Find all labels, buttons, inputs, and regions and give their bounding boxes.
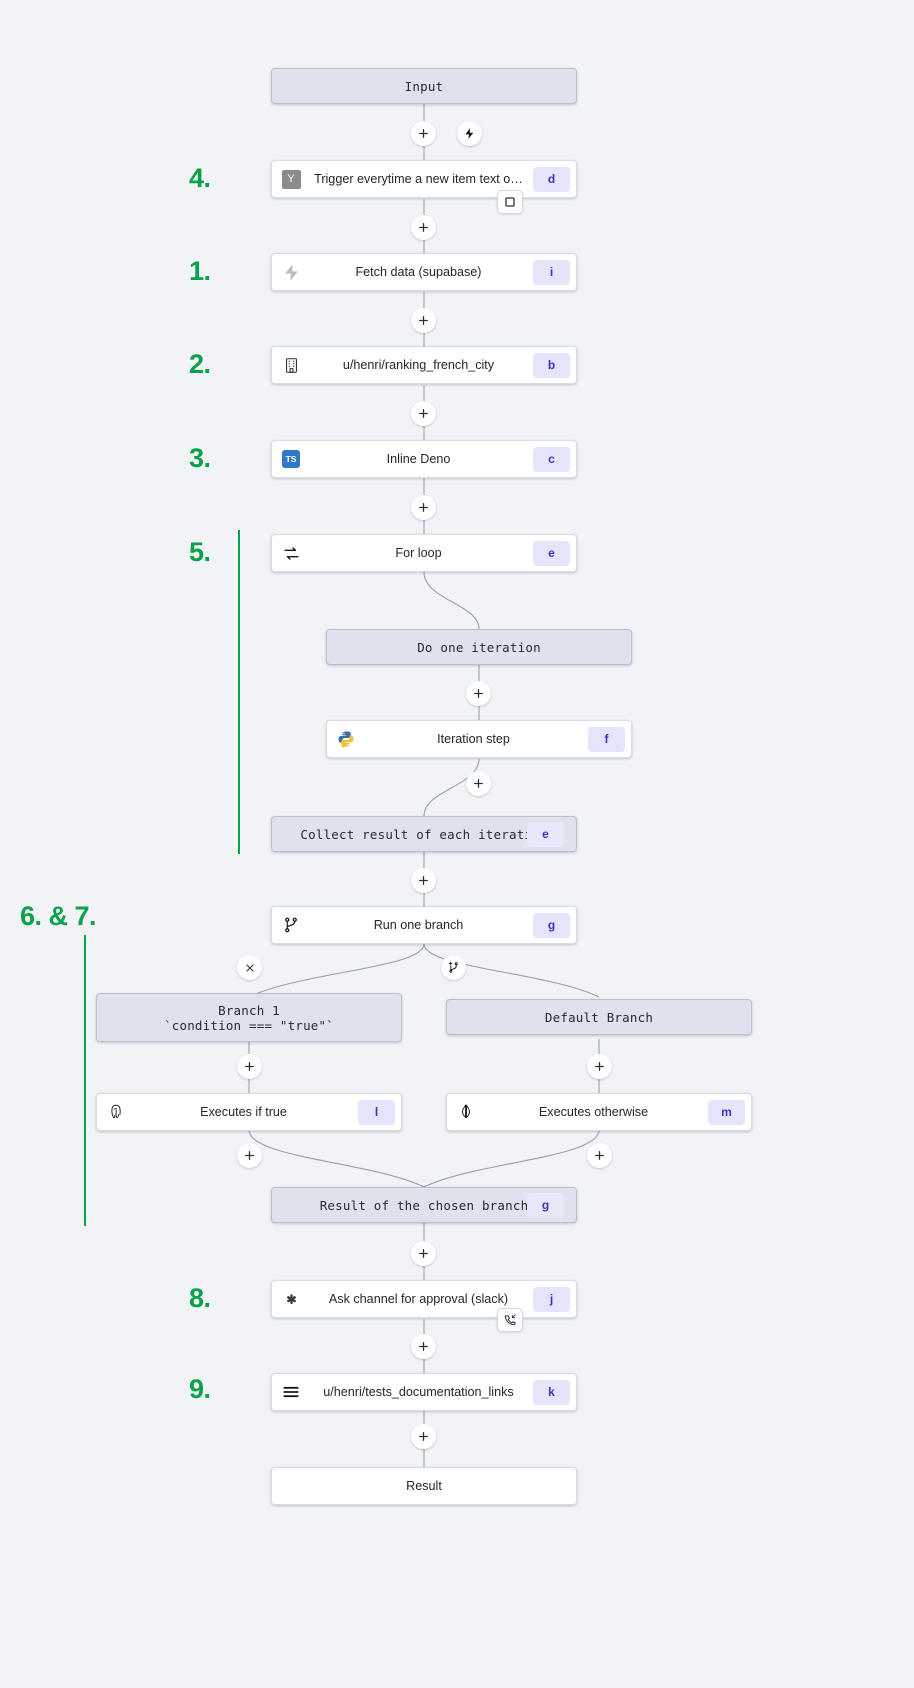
node-collect-result-badge: e [527, 821, 564, 847]
add-step-handle-ranking[interactable] [411, 401, 436, 426]
node-input[interactable]: Input [271, 68, 577, 104]
phone-callback-icon[interactable] [497, 1308, 523, 1332]
add-step-handle-result[interactable] [411, 1424, 436, 1449]
annotation-1: 1. [189, 256, 211, 286]
node-do-one-iteration[interactable]: Do one iteration [326, 629, 632, 665]
node-run-one-branch-badge: g [533, 912, 570, 938]
node-ask-approval-badge: j [533, 1286, 570, 1312]
annotation-5: 5. [189, 537, 211, 567]
stop-square-icon[interactable] [497, 190, 523, 214]
node-fetch-data-badge: i [533, 259, 570, 285]
node-executes-if-true-label: Executes if true [200, 1105, 287, 1119]
branch-one-title: Branch 1 [218, 1002, 280, 1018]
node-default-branch-label: Default Branch [544, 1009, 654, 1025]
add-step-handle-fetch[interactable] [411, 308, 436, 333]
loop-icon [278, 540, 304, 566]
node-executes-otherwise[interactable]: Executes otherwise m [446, 1093, 752, 1131]
add-step-handle-trigger[interactable] [411, 215, 436, 240]
typescript-icon: TS [278, 446, 304, 472]
node-result[interactable]: Result [271, 1467, 577, 1505]
node-for-loop-label: For loop [395, 546, 442, 560]
add-step-handle-after-otherwise[interactable] [587, 1143, 612, 1168]
add-step-handle-deno[interactable] [411, 495, 436, 520]
annotation-2: 2. [189, 349, 211, 379]
node-branch-one-label: Branch 1 `condition === "true"` [164, 1003, 334, 1033]
branch-one-condition: `condition === "true"` [164, 1017, 334, 1033]
node-trigger-badge: d [533, 166, 570, 192]
node-executes-if-true-badge: l [358, 1099, 395, 1125]
node-fetch-data[interactable]: Fetch data (supabase) i [271, 253, 577, 291]
node-result-chosen-branch-label: Result of the chosen branch [319, 1197, 529, 1213]
delete-branch-handle[interactable] [237, 955, 262, 980]
menu-lines-icon [278, 1379, 304, 1405]
node-fetch-data-label: Fetch data (supabase) [355, 265, 482, 279]
add-branch-handle[interactable] [441, 955, 466, 980]
node-tests-documentation-links-badge: k [533, 1379, 570, 1405]
node-tests-documentation-links-label: u/henri/tests_documentation_links [323, 1385, 514, 1399]
node-for-loop[interactable]: For loop e [271, 534, 577, 572]
node-tests-documentation-links[interactable]: u/henri/tests_documentation_links k [271, 1373, 577, 1411]
annotation-9: 9. [189, 1374, 211, 1404]
add-step-handle-docs[interactable] [411, 1334, 436, 1359]
yaml-script-icon: Y [278, 166, 304, 192]
add-trigger-handle[interactable] [457, 121, 482, 146]
add-step-handle-approval[interactable] [411, 1241, 436, 1266]
node-result-chosen-branch[interactable]: Result of the chosen branch g [271, 1187, 577, 1223]
node-ranking-french-city-label: u/henri/ranking_french_city [342, 358, 495, 372]
node-result-chosen-branch-badge: g [527, 1192, 564, 1218]
annotation-3: 3. [189, 443, 211, 473]
annotation-4: 4. [189, 163, 211, 193]
node-iteration-step-badge: f [588, 726, 625, 752]
node-inline-deno-badge: c [533, 446, 570, 472]
node-collect-result-label: Collect result of each iteration [300, 826, 548, 842]
mongodb-icon [453, 1099, 479, 1125]
annotation-6-7: 6. & 7. [20, 901, 97, 931]
add-step-handle-branch[interactable] [411, 868, 436, 893]
node-result-label: Result [406, 1479, 442, 1493]
node-for-loop-badge: e [533, 540, 570, 566]
add-step-handle-iteration[interactable] [466, 681, 491, 706]
node-branch-one[interactable]: Branch 1 `condition === "true"` [96, 993, 402, 1042]
node-ranking-french-city-badge: b [533, 352, 570, 378]
node-collect-result[interactable]: Collect result of each iteration e [271, 816, 577, 852]
node-executes-otherwise-label: Executes otherwise [538, 1105, 649, 1119]
node-ask-approval[interactable]: Ask channel for approval (slack) j [271, 1280, 577, 1318]
add-step-handle-input[interactable] [411, 121, 436, 146]
node-default-branch[interactable]: Default Branch [446, 999, 752, 1035]
supabase-icon [278, 259, 304, 285]
add-step-handle-collect[interactable] [466, 771, 491, 796]
node-iteration-step[interactable]: Iteration step f [326, 720, 632, 758]
node-inline-deno-label: Inline Deno [386, 452, 451, 466]
node-input-label: Input [404, 78, 444, 94]
add-step-handle-after-if-true[interactable] [237, 1143, 262, 1168]
loop-scope-rail [238, 530, 240, 854]
annotation-8: 8. [189, 1283, 211, 1313]
building-icon [278, 352, 304, 378]
add-step-handle-default-branch[interactable] [587, 1054, 612, 1079]
branch-icon [278, 912, 304, 938]
node-run-one-branch-label: Run one branch [373, 918, 464, 932]
python-icon [333, 726, 359, 752]
postgres-icon [103, 1099, 129, 1125]
branch-scope-rail [84, 935, 86, 1226]
node-ask-approval-label: Ask channel for approval (slack) [328, 1292, 509, 1306]
node-do-one-iteration-label: Do one iteration [417, 639, 541, 655]
slack-icon [278, 1286, 304, 1312]
node-executes-otherwise-badge: m [708, 1099, 745, 1125]
node-run-one-branch[interactable]: Run one branch g [271, 906, 577, 944]
node-iteration-step-label: Iteration step [437, 732, 510, 746]
node-trigger-label: Trigger everytime a new item text o… [314, 172, 523, 186]
node-trigger[interactable]: Y Trigger everytime a new item text o… d [271, 160, 577, 198]
add-step-handle-branch-one[interactable] [237, 1054, 262, 1079]
node-ranking-french-city[interactable]: u/henri/ranking_french_city b [271, 346, 577, 384]
node-executes-if-true[interactable]: Executes if true l [96, 1093, 402, 1131]
node-inline-deno[interactable]: TS Inline Deno c [271, 440, 577, 478]
